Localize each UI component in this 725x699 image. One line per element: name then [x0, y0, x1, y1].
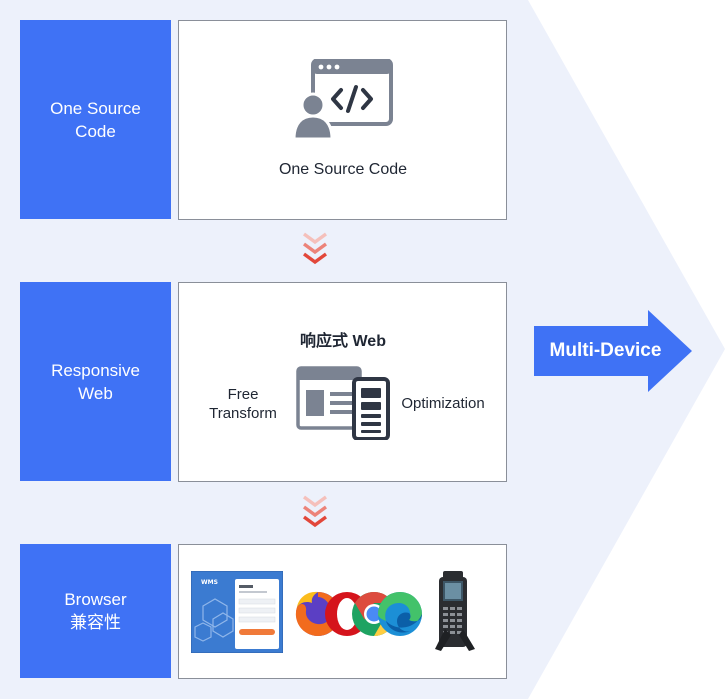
responsive-devices-icon: [296, 366, 390, 440]
panel-caption: One Source Code: [278, 161, 408, 178]
stage-label-browser: Browser 兼容性: [20, 544, 171, 678]
wms-login-screenshot: WMS: [191, 571, 283, 653]
chevron-down-icon: [303, 232, 327, 265]
label-line: Free: [227, 386, 259, 403]
stage-label-line: Code: [75, 121, 116, 141]
chevron-down-icon: [303, 495, 327, 528]
stage-label-line: Browser: [64, 590, 127, 609]
stage-label-line: 兼容性: [69, 613, 121, 632]
panel-source-code: One Source Code: [178, 20, 507, 220]
panel-responsive-web: 响应式 Web Free Transform Optimization: [178, 282, 507, 482]
multi-device-arrow-icon: [534, 310, 692, 392]
edge-icon: [378, 592, 422, 636]
developer-code-icon: [293, 59, 393, 141]
panel-title: 响应式 Web: [300, 333, 386, 350]
label-line: Transform: [209, 405, 277, 422]
svg-text:WMS: WMS: [201, 579, 218, 586]
free-transform-label: Free Transform: [201, 385, 285, 423]
panel-browsers: WMS: [178, 544, 507, 679]
optimization-label: Optimization: [401, 395, 485, 412]
stage-label-line: Web: [78, 383, 113, 403]
handheld-scanner-image: [435, 571, 475, 651]
multi-device-label: Multi-Device: [549, 340, 662, 361]
stage-label-line: One Source: [50, 98, 141, 118]
stage-label-line: Responsive: [51, 360, 140, 380]
